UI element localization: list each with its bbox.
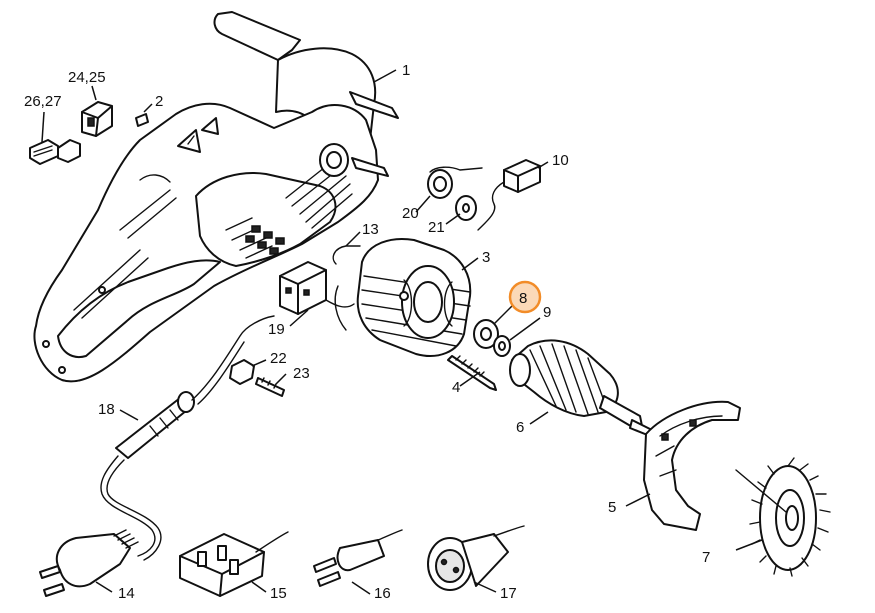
label-20[interactable]: 20: [402, 205, 419, 222]
label-23[interactable]: 23: [293, 365, 310, 382]
label-5[interactable]: 5: [608, 499, 616, 516]
bearing-part-8[interactable]: [473, 319, 499, 349]
armature-part-6[interactable]: [509, 339, 653, 437]
leader-lines: [41, 69, 763, 595]
label-4[interactable]: 4: [452, 379, 460, 396]
label-13[interactable]: 13: [362, 221, 379, 238]
label-2[interactable]: 2: [155, 93, 163, 110]
housing-part-1[interactable]: [33, 11, 399, 383]
label-8[interactable]: 8: [519, 290, 527, 307]
bearing-part-20[interactable]: [427, 166, 483, 199]
washer-part-9[interactable]: [493, 335, 511, 357]
socket-part-17[interactable]: [427, 525, 525, 591]
label-17[interactable]: 17: [500, 585, 517, 602]
label-3[interactable]: 3: [482, 249, 490, 266]
part-labels: 1 2 3 4 5 6 7 8 9 10 13 14 15 16 17 18 1…: [24, 62, 710, 602]
brush-holder-part-24-25[interactable]: [81, 101, 113, 137]
screw-part-23[interactable]: [255, 377, 285, 397]
label-6[interactable]: 6: [516, 419, 524, 436]
label-26-27[interactable]: 26,27: [24, 93, 62, 110]
label-16[interactable]: 16: [374, 585, 391, 602]
label-18[interactable]: 18: [98, 401, 115, 418]
label-24-25[interactable]: 24,25: [68, 69, 106, 86]
stator-part-3[interactable]: [332, 238, 472, 357]
pin-part-2[interactable]: [135, 113, 149, 127]
label-22[interactable]: 22: [270, 350, 287, 367]
power-cable: [100, 455, 156, 557]
label-1[interactable]: 1: [402, 62, 410, 79]
label-15[interactable]: 15: [270, 585, 287, 602]
label-21[interactable]: 21: [428, 219, 445, 236]
switch-part-19[interactable]: [279, 261, 355, 315]
cable-grommet-part-18[interactable]: [115, 315, 275, 459]
gear-part-7[interactable]: [735, 457, 831, 577]
highlight-circle: [508, 280, 542, 314]
bracket-part-5[interactable]: [643, 400, 741, 531]
label-19[interactable]: 19: [268, 321, 285, 338]
label-10[interactable]: 10: [552, 152, 569, 169]
cable-clamp-part-22[interactable]: [229, 359, 255, 385]
label-14[interactable]: 14: [118, 585, 135, 602]
carbon-brush-part-26-27[interactable]: [29, 139, 81, 165]
label-7[interactable]: 7: [702, 549, 710, 566]
plug-part-14[interactable]: [39, 529, 139, 597]
washer-part-21[interactable]: [455, 195, 477, 221]
screw-part-4[interactable]: [447, 355, 497, 391]
label-9[interactable]: 9: [543, 304, 551, 321]
plug-part-16[interactable]: [313, 529, 403, 587]
switch-part-10[interactable]: [477, 159, 541, 231]
plug-part-15[interactable]: [179, 531, 289, 597]
